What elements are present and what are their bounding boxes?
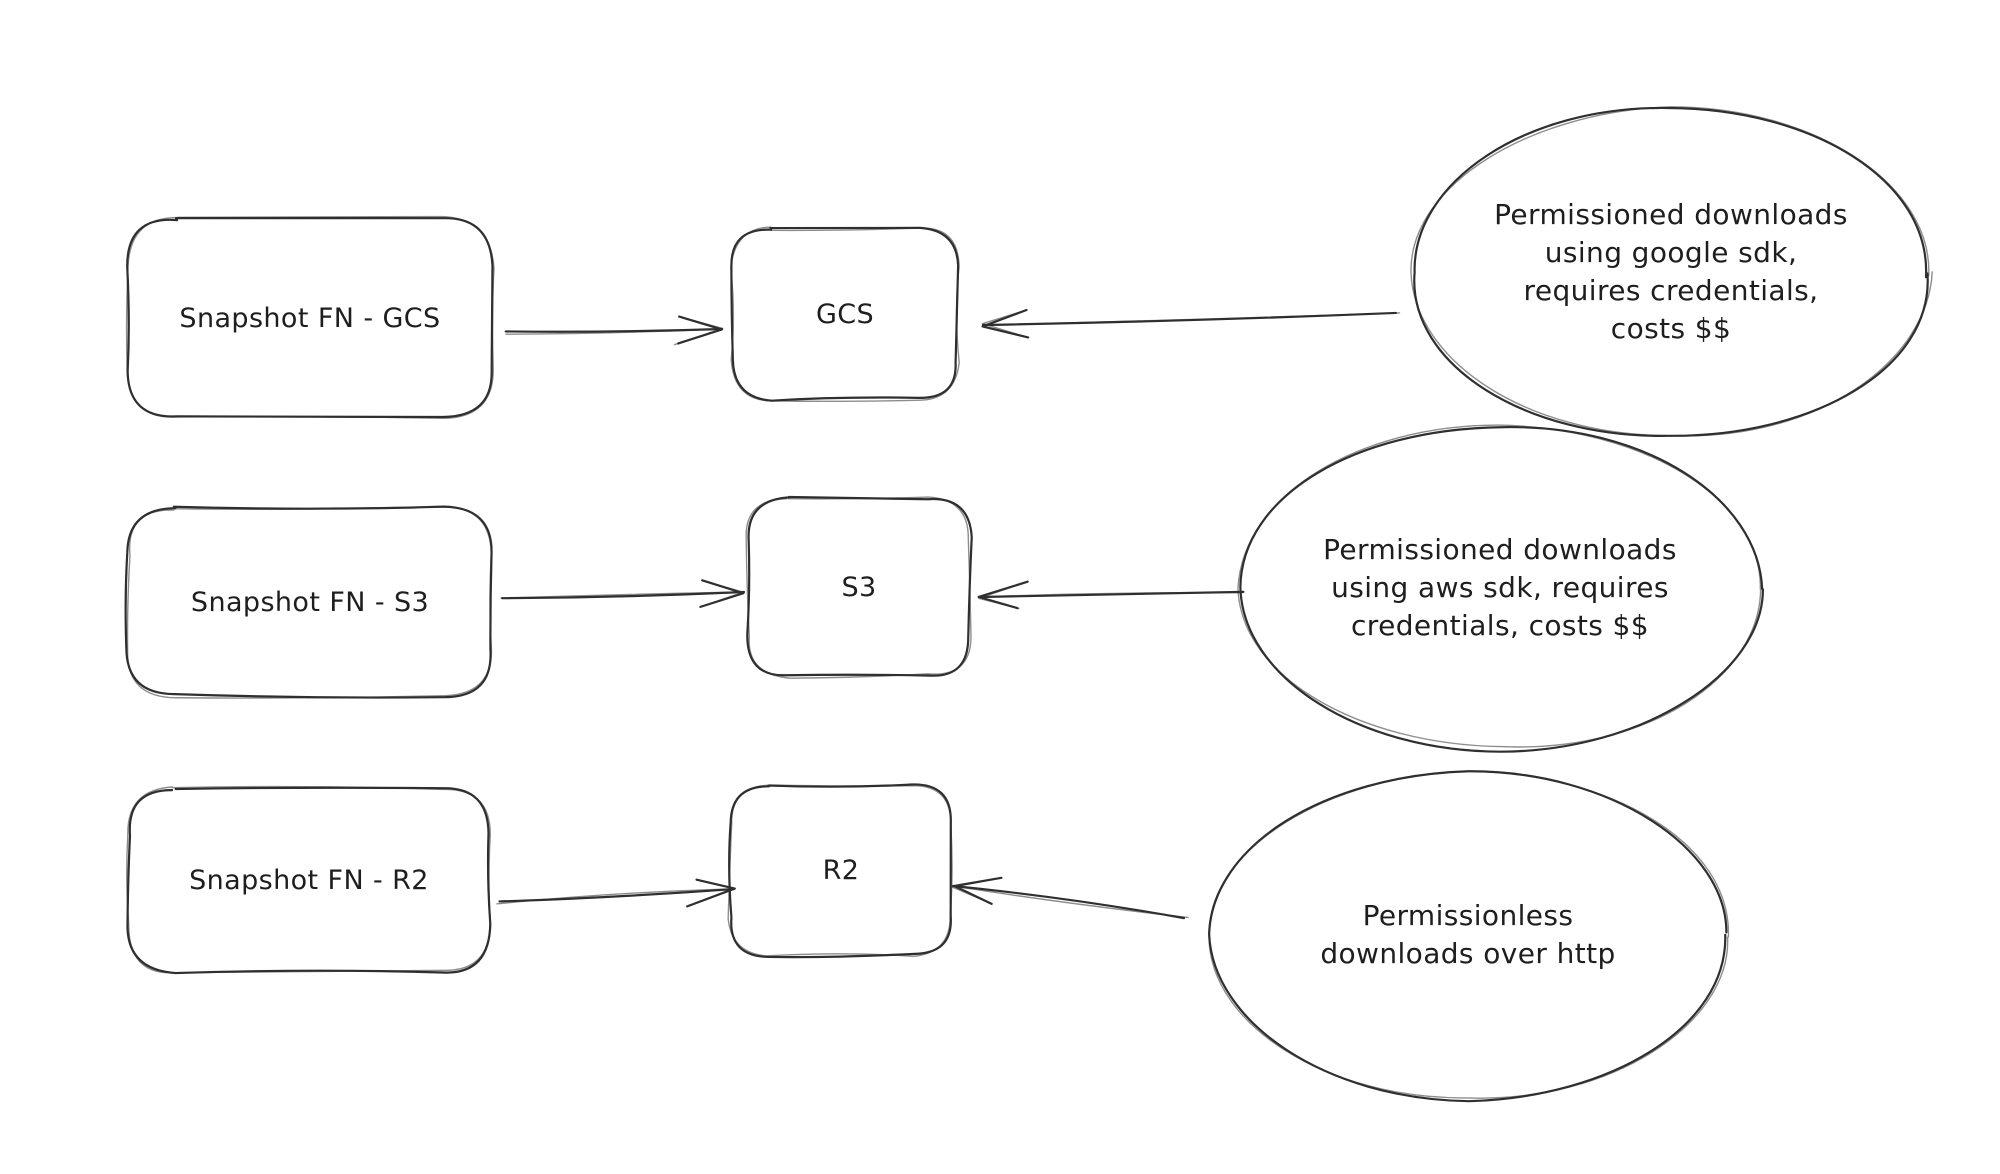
source-box-gcs — [125, 215, 495, 420]
note-ellipse-s3-stroke — [1239, 426, 1765, 753]
source-box-s3 — [124, 505, 493, 699]
arrow-source-to-target-r2 — [496, 878, 736, 908]
arrow-note-to-target-s3-overstroke — [978, 582, 1025, 610]
arrow-source-to-target-s3-overstroke — [701, 579, 744, 607]
note-ellipse-gcs-stroke — [1413, 106, 1929, 437]
source-box-gcs-overstroke — [125, 215, 495, 420]
note-ellipse-s3-overstroke — [1237, 424, 1762, 748]
arrow-source-to-target-r2-overstroke — [693, 879, 735, 905]
arrow-source-to-target-s3-stroke — [501, 590, 746, 600]
note-ellipse-r2 — [1208, 770, 1730, 1103]
arrow-note-to-target-gcs — [981, 308, 1401, 339]
note-ellipse-gcs — [1410, 106, 1933, 437]
note-ellipse-gcs-overstroke — [1410, 106, 1933, 437]
source-box-r2-overstroke — [126, 785, 492, 974]
note-ellipse-s3 — [1237, 424, 1765, 753]
source-box-r2 — [126, 785, 492, 975]
arrow-source-to-target-s3-overstroke — [500, 591, 745, 599]
source-box-gcs-stroke — [126, 217, 494, 419]
target-box-r2 — [727, 783, 953, 959]
arrow-source-to-target-gcs-overstroke — [673, 316, 724, 346]
target-box-gcs — [730, 226, 960, 402]
arrow-note-to-target-r2-overstroke — [951, 877, 999, 905]
target-box-s3-stroke — [746, 495, 973, 677]
target-box-gcs-stroke — [730, 226, 960, 402]
arrow-source-to-target-gcs — [504, 315, 724, 346]
target-box-r2-overstroke — [727, 784, 953, 957]
arrow-note-to-target-r2 — [951, 876, 1189, 920]
source-box-s3-stroke — [124, 505, 493, 699]
arrow-source-to-target-r2-overstroke — [496, 888, 735, 905]
source-box-s3-overstroke — [126, 505, 493, 699]
arrow-note-to-target-r2-overstroke — [952, 885, 1189, 919]
arrow-note-to-target-s3-overstroke — [979, 591, 1244, 598]
target-box-r2-stroke — [728, 783, 952, 959]
arrow-note-to-target-gcs-overstroke — [982, 312, 1401, 326]
target-box-s3 — [745, 495, 973, 679]
arrow-note-to-target-gcs-stroke — [981, 308, 1030, 339]
source-box-r2-stroke — [126, 786, 492, 975]
arrow-source-to-target-s3 — [500, 579, 746, 608]
target-box-gcs-overstroke — [730, 226, 960, 402]
target-box-s3-overstroke — [745, 496, 972, 679]
arrow-source-to-target-gcs-overstroke — [505, 328, 723, 335]
arrow-source-to-target-r2-stroke — [498, 887, 736, 903]
note-ellipse-r2-overstroke — [1208, 770, 1730, 1099]
arrow-note-to-target-gcs-overstroke — [981, 310, 1027, 338]
arrow-note-to-target-s3 — [977, 580, 1245, 610]
